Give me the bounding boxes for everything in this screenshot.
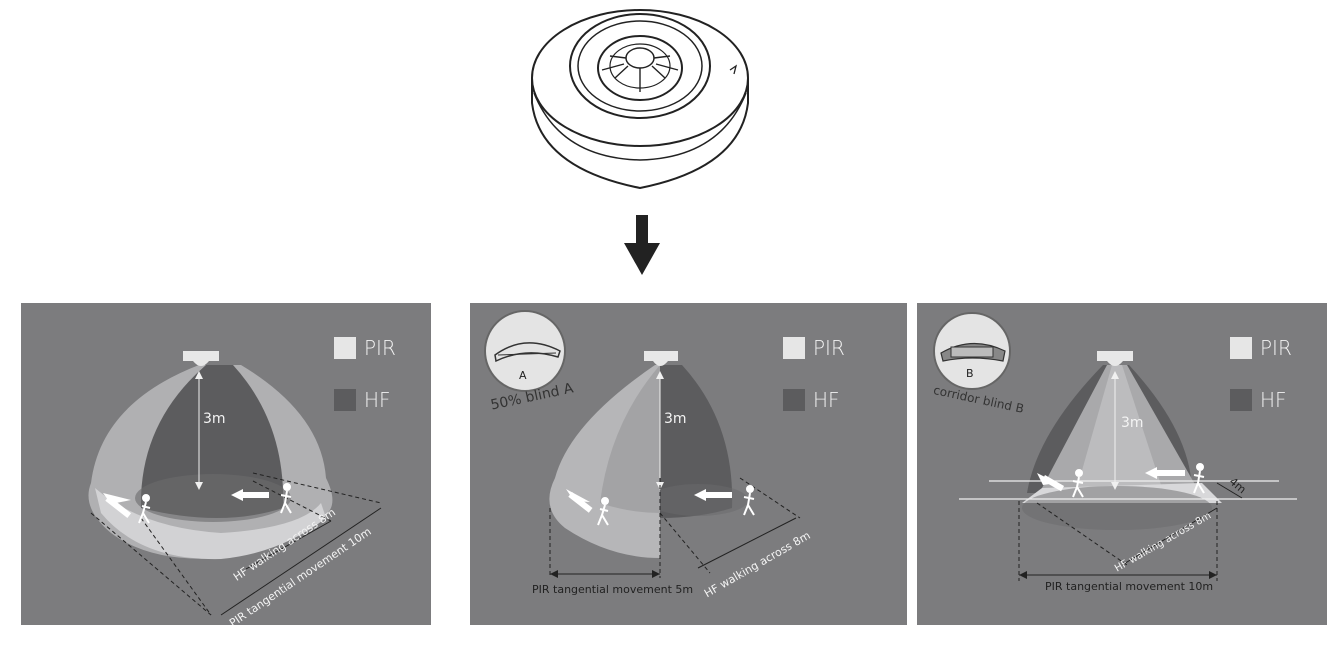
hf-swatch <box>1230 389 1252 411</box>
down-arrow-icon <box>624 215 660 275</box>
pir-tangential-label: PIR tangential movement 10m <box>1045 580 1214 593</box>
legend-hf-label: HF <box>813 388 840 412</box>
legend-hf-label: HF <box>364 388 391 412</box>
hf-swatch <box>334 389 356 411</box>
legend-pir: PIR <box>334 336 396 360</box>
hf-coverage-zone <box>660 365 733 518</box>
legend-hf: HF <box>783 388 840 412</box>
coverage-diagram-blind-a <box>484 310 801 578</box>
panel-corridor-blind-b: B corridor blind B 3m 4m HF walking acro… <box>917 303 1327 625</box>
movement-arrow <box>1037 473 1057 485</box>
person-icon <box>597 497 609 526</box>
panel-blind-a: A 50% blind A 3m PIR tangential movement… <box>470 303 907 625</box>
person-icon <box>1193 463 1205 494</box>
legend-pir: PIR <box>783 336 845 360</box>
person-icon <box>1072 469 1084 498</box>
movement-arrow <box>1145 467 1157 479</box>
sensor-device-image <box>531 9 749 190</box>
coverage-diagram-full <box>88 351 382 616</box>
pir-swatch <box>334 337 356 359</box>
person-icon <box>138 494 151 524</box>
height-label: 3m <box>203 411 226 427</box>
blind-a-inset <box>484 310 566 392</box>
legend-pir-label: PIR <box>1260 336 1292 360</box>
ceiling-sensor <box>644 351 678 361</box>
pir-swatch <box>783 337 805 359</box>
height-label: 3m <box>664 411 687 427</box>
legend-pir: PIR <box>1230 336 1292 360</box>
movement-arrow <box>566 489 590 502</box>
legend-hf-label: HF <box>1260 388 1287 412</box>
person-icon <box>280 483 292 514</box>
movement-arrow <box>231 489 243 501</box>
pir-tangential-label: PIR tangential movement 5m <box>532 583 694 596</box>
person-icon <box>743 485 755 516</box>
inset-letter-a: A <box>519 369 527 382</box>
coverage-diagram-blind-b <box>933 312 1297 581</box>
height-label: 3m <box>1121 415 1144 431</box>
ceiling-sensor <box>1097 351 1133 361</box>
legend-hf: HF <box>1230 388 1287 412</box>
movement-arrow <box>694 489 706 501</box>
hf-swatch <box>783 389 805 411</box>
ceiling-sensor <box>183 351 219 361</box>
legend-pir-label: PIR <box>364 336 396 360</box>
pir-swatch <box>1230 337 1252 359</box>
legend-hf: HF <box>334 388 391 412</box>
inset-letter-b: B <box>966 367 974 380</box>
panel-full-coverage: 3m HF walking across 8m PIR tangential m… <box>21 303 431 625</box>
legend-pir-label: PIR <box>813 336 845 360</box>
